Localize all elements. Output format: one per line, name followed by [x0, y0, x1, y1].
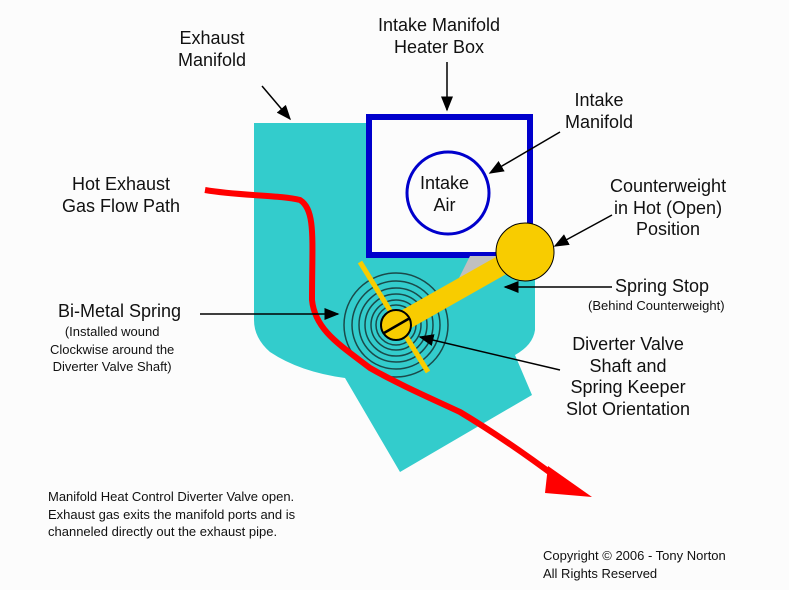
- intake-air-circle: [405, 150, 491, 236]
- flow-arrowhead: [545, 466, 592, 497]
- leader-arrows: [200, 62, 613, 371]
- label-bimetal: Bi-Metal Spring: [58, 301, 182, 321]
- label-spring-stop-note: (Behind Counterweight): [588, 298, 725, 313]
- bi-metal-spring: [343, 272, 449, 378]
- shaft-slot: [383, 316, 411, 335]
- counterweight: [495, 222, 555, 282]
- exhaust-flow-path: [204, 187, 562, 483]
- label-spring-stop: Spring Stop: [615, 276, 710, 296]
- heater-box: [366, 114, 533, 258]
- exhaust-manifold-shape: [254, 123, 535, 472]
- caption: Manifold Heat Control Diverter Valve ope…: [48, 489, 296, 540]
